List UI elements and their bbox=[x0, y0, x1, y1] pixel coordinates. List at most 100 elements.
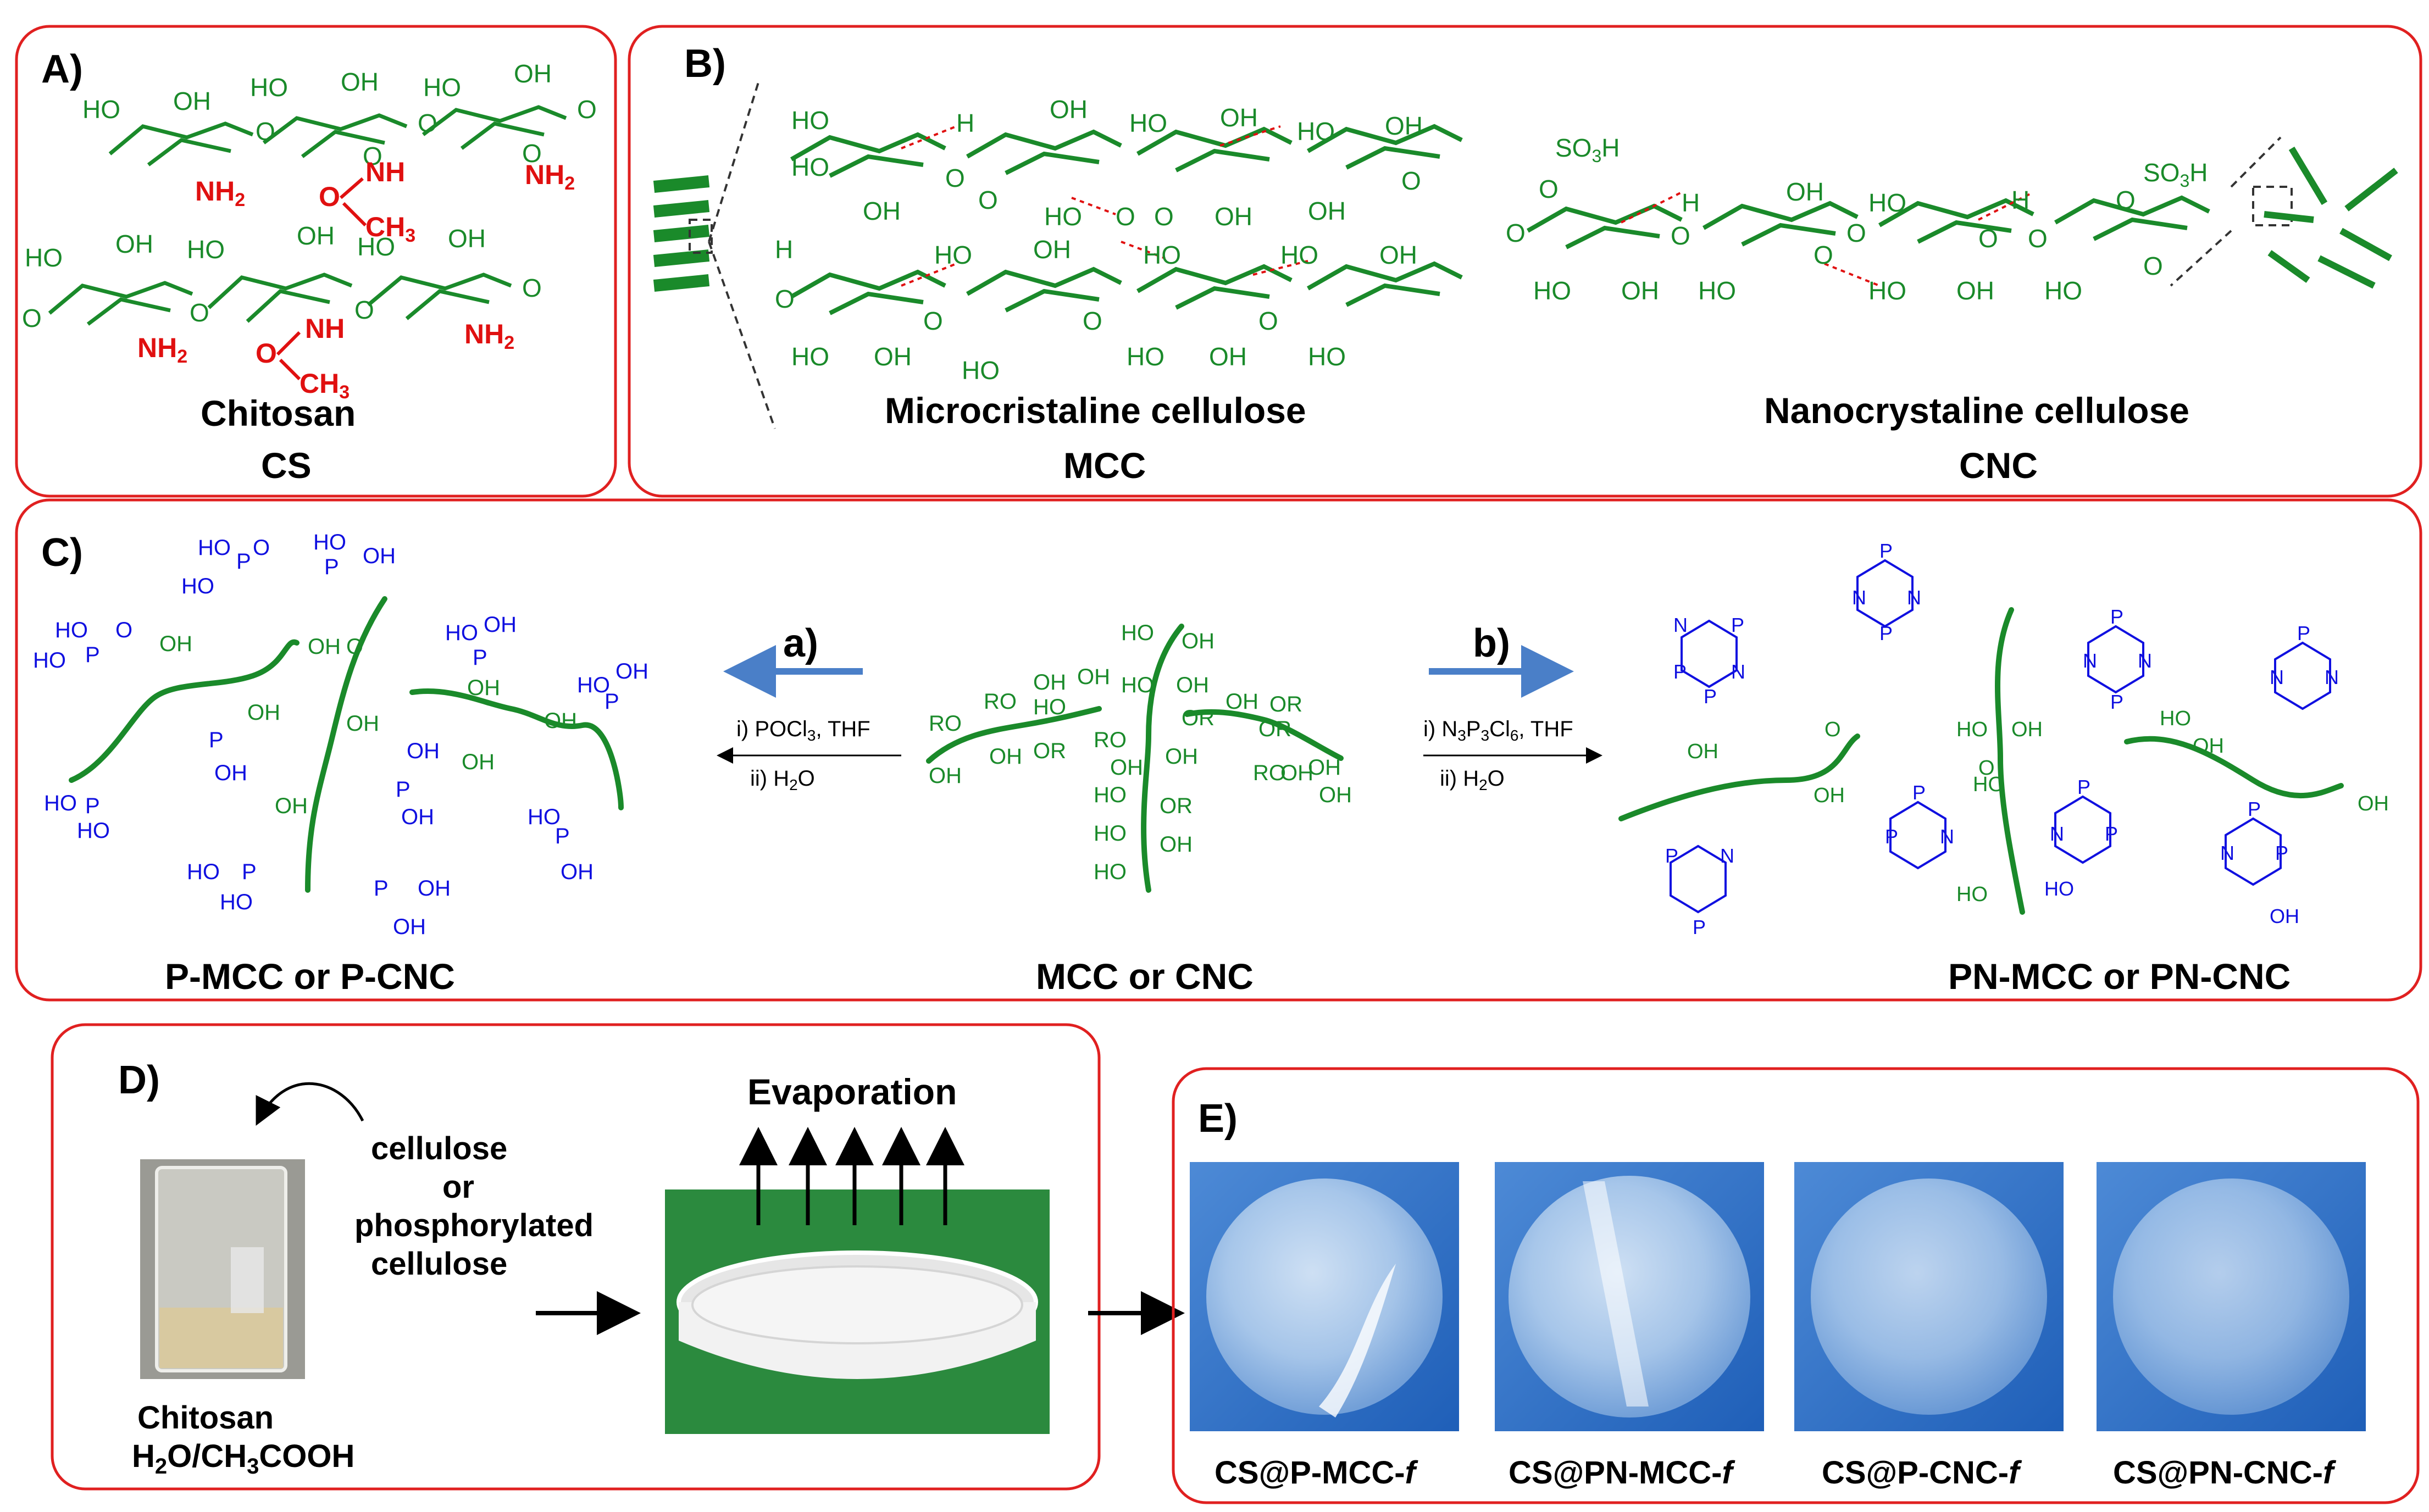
chem-label-oh: OH bbox=[341, 68, 379, 96]
chem-label-ho: HO bbox=[1033, 695, 1066, 719]
chem-label-oh: OH bbox=[363, 544, 396, 568]
chem-label-ho: HO bbox=[934, 241, 972, 269]
chem-label-o: O bbox=[115, 618, 132, 642]
chem-label-p: P bbox=[2297, 622, 2310, 644]
chem-label-n: N bbox=[1907, 586, 1921, 609]
acetamide-o: O bbox=[319, 181, 340, 212]
chem-label-ho: HO bbox=[2044, 276, 2082, 305]
chem-label-h: H bbox=[956, 109, 974, 137]
chem-label-o: O bbox=[945, 164, 965, 192]
p-cellulose-name: P-MCC or P-CNC bbox=[165, 956, 455, 997]
chem-label-p: P bbox=[473, 646, 487, 670]
chem-label-p: P bbox=[1879, 540, 1893, 562]
chem-label-ho: HO bbox=[1698, 276, 1736, 305]
chem-label-n: N bbox=[1720, 844, 1734, 867]
chem-label-o: O bbox=[2028, 224, 2048, 253]
panel-e-label: E) bbox=[1198, 1097, 1238, 1141]
chem-label-ho: HO bbox=[1308, 342, 1346, 371]
chem-label-o: O bbox=[2143, 252, 2163, 280]
chem-label-o: O bbox=[978, 186, 998, 214]
chem-label-ho: HO bbox=[1121, 673, 1154, 697]
solution-line-1: Chitosan bbox=[137, 1400, 274, 1436]
chem-label-oh: OH bbox=[346, 711, 379, 736]
chem-label-ho: HO bbox=[1868, 188, 1906, 217]
chem-label-oh: OH bbox=[407, 739, 440, 763]
chem-label-p: P bbox=[1665, 844, 1678, 867]
chem-label-h: H bbox=[1682, 188, 1700, 217]
acetamide-o: O bbox=[256, 338, 277, 369]
chem-label-o: O bbox=[253, 536, 270, 560]
chem-label-oh: OH bbox=[2011, 718, 2043, 741]
chem-label-oh: OH bbox=[2358, 792, 2389, 815]
chem-label-oh: OH bbox=[1033, 670, 1066, 694]
methyl-group: CH3 bbox=[365, 212, 415, 246]
p-cellulose-backbone bbox=[69, 596, 624, 893]
chem-label-oh: OH bbox=[308, 635, 341, 659]
pn-cellulose-backbone bbox=[1618, 607, 2344, 915]
panel-d: D) cellulose or phosphorylated cellulose… bbox=[51, 1023, 1101, 1491]
chem-label-oh: OH bbox=[297, 221, 335, 250]
chem-label-oh: OH bbox=[2193, 735, 2224, 758]
chem-label-oh: OH bbox=[173, 87, 211, 115]
chem-label-n: N bbox=[2050, 822, 2064, 845]
chem-label-oh: OH bbox=[615, 659, 648, 683]
panel-b-label: B) bbox=[684, 42, 726, 86]
chem-label-oh: OH bbox=[1110, 755, 1143, 780]
chem-label-oh: OH bbox=[544, 709, 577, 733]
solution-line-2: H2O/CH3COOH bbox=[132, 1438, 354, 1478]
chem-label-n: N bbox=[2138, 649, 2152, 672]
chem-label-ho: HO bbox=[1044, 202, 1082, 231]
chem-label-or: OR bbox=[1160, 794, 1193, 818]
chem-label-p: P bbox=[1879, 622, 1893, 644]
pn-cellulose-name: PN-MCC or PN-CNC bbox=[1948, 956, 2291, 997]
cnc-abbr: CNC bbox=[1959, 445, 2038, 486]
chem-label-n: N bbox=[1852, 586, 1866, 609]
chem-label-oh: OH bbox=[514, 59, 552, 88]
phosphazene-atom-labels: N P P N P P N N P P N N P P N N P N P P … bbox=[1665, 540, 2339, 938]
chem-label-ho: HO bbox=[187, 860, 220, 884]
chem-label-oh: OH bbox=[1077, 665, 1110, 689]
chem-label-p: P bbox=[605, 690, 619, 714]
cnc-nanocrystal-icon bbox=[2264, 146, 2398, 289]
chem-label-o: O bbox=[418, 109, 437, 137]
chem-label-o: O bbox=[1154, 202, 1174, 231]
panel-a-label: A) bbox=[41, 47, 83, 91]
chem-label-ho: HO bbox=[577, 673, 610, 697]
chem-label-o: O bbox=[775, 285, 795, 313]
chem-label-ho: HO bbox=[791, 153, 829, 181]
chem-label-oh: OH bbox=[1308, 755, 1341, 780]
chem-label-o: O bbox=[1258, 307, 1278, 335]
film-caption-4: CS@PN-CNC-f bbox=[2113, 1455, 2337, 1491]
chem-label-o: O bbox=[1814, 241, 1833, 269]
chem-label-oh: OH bbox=[1621, 276, 1659, 305]
chem-label-ho: HO bbox=[1956, 718, 1988, 741]
chem-label-oh: OH bbox=[1956, 276, 1994, 305]
chem-label-o: O bbox=[1116, 202, 1135, 231]
chem-label-ho: HO bbox=[1143, 241, 1181, 269]
chem-label-p: P bbox=[2105, 822, 2118, 845]
chem-label-oh: OH bbox=[1182, 629, 1214, 653]
pn-cellulose-green-labels: OH O HO OH HO OH HO OH OH HO O bbox=[1687, 707, 2389, 906]
chem-label-p: P bbox=[2110, 605, 2123, 628]
chem-label-p: P bbox=[85, 643, 100, 667]
chem-label-o: O bbox=[522, 274, 542, 302]
cnc-zoom-lines bbox=[2170, 136, 2293, 287]
panel-d-frame bbox=[51, 1023, 1101, 1491]
film-caption-1: CS@P-MCC-f bbox=[1214, 1455, 1419, 1491]
chem-label-p: P bbox=[1704, 685, 1717, 708]
chem-label-oh: OH bbox=[418, 876, 451, 900]
chem-label-oh: OH bbox=[448, 224, 486, 253]
chem-label-o: O bbox=[22, 304, 42, 332]
chem-label-ho: HO bbox=[1094, 860, 1127, 884]
chem-label-or: OR bbox=[1269, 692, 1302, 716]
chem-label-oh: OH bbox=[1687, 740, 1718, 763]
evaporation-arrows bbox=[739, 1127, 964, 1225]
chem-label-oh: OH bbox=[874, 342, 912, 371]
chem-label-n: N bbox=[1731, 660, 1745, 683]
chem-label-oh: OH bbox=[1209, 342, 1247, 371]
route-b-label: b) bbox=[1473, 621, 1510, 665]
methyl-group: CH3 bbox=[300, 368, 350, 403]
chem-label-ho: HO bbox=[1127, 342, 1164, 371]
chem-label-oh: OH bbox=[1050, 95, 1088, 124]
